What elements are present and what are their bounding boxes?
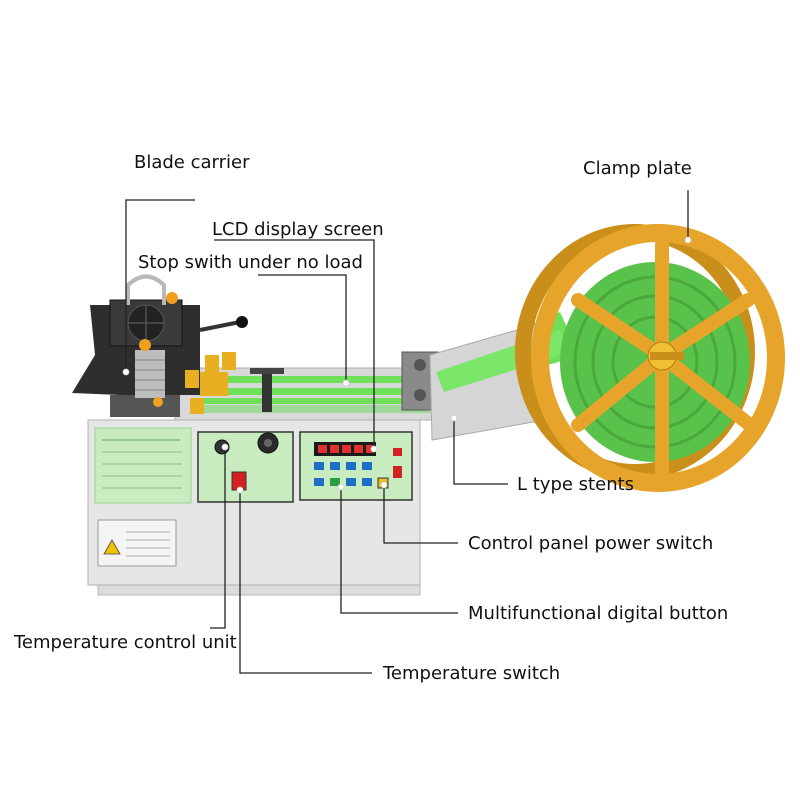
warning-sticker bbox=[97, 519, 177, 567]
spring-assembly bbox=[135, 350, 165, 398]
leader-lines bbox=[122, 190, 692, 674]
tape-clamp-block bbox=[185, 370, 199, 388]
label-control-panel-power-switch: Control panel power switch bbox=[468, 533, 714, 554]
tape-reel bbox=[515, 224, 785, 492]
digital-panel bbox=[299, 431, 413, 501]
label-clamp-plate: Clamp plate bbox=[583, 158, 692, 179]
digital-button[interactable] bbox=[330, 478, 340, 486]
leader-digital-button bbox=[340, 487, 458, 614]
instruction-sticker bbox=[94, 427, 192, 504]
carrier-knob[interactable] bbox=[139, 339, 151, 351]
tape-guide-bracket bbox=[262, 368, 272, 412]
digital-button[interactable] bbox=[346, 462, 356, 470]
carrier-handle bbox=[126, 274, 166, 305]
label-temperature-switch: Temperature switch bbox=[383, 663, 561, 684]
label-l-type-stents: L type stents bbox=[517, 474, 635, 495]
label-stop-switch: Stop swith under no load bbox=[138, 252, 363, 273]
leader-temperature-switch bbox=[239, 490, 372, 674]
label-multifunctional-digital-button: Multifunctional digital button bbox=[468, 603, 729, 624]
leader-temperature-control bbox=[210, 447, 226, 629]
tape-clamp-block bbox=[222, 352, 236, 370]
label-lcd-display-screen: LCD display screen bbox=[212, 219, 384, 240]
digital-button[interactable] bbox=[314, 462, 324, 470]
digital-button[interactable] bbox=[346, 478, 356, 486]
leader-lcd-display bbox=[214, 239, 375, 449]
leader-power-switch bbox=[383, 485, 458, 544]
temperature-panel bbox=[197, 431, 294, 503]
digital-button[interactable] bbox=[362, 462, 372, 470]
tape-clamp-block bbox=[205, 355, 219, 373]
digital-button[interactable] bbox=[314, 478, 324, 486]
adjust-lever[interactable] bbox=[199, 320, 241, 332]
digital-button[interactable] bbox=[362, 478, 372, 486]
label-blade-carrier: Blade carrier bbox=[134, 152, 250, 173]
cutting-rail bbox=[200, 405, 430, 413]
carrier-knob[interactable] bbox=[166, 292, 178, 304]
leader-l-type-stents bbox=[453, 418, 508, 485]
label-temperature-control-unit: Temperature control unit bbox=[14, 632, 237, 653]
tape-clamp-block bbox=[190, 398, 204, 414]
carrier-knob[interactable] bbox=[153, 397, 163, 407]
digital-button[interactable] bbox=[330, 462, 340, 470]
blade-carrier-assembly bbox=[72, 274, 248, 417]
warning-icon bbox=[103, 539, 121, 555]
leader-stop-switch bbox=[258, 274, 347, 383]
leader-blade-carrier bbox=[125, 199, 195, 372]
panel-indicator bbox=[393, 466, 402, 478]
temperature-panel-frame bbox=[197, 431, 294, 503]
panel-indicator bbox=[393, 448, 402, 456]
reel-spokes bbox=[571, 238, 757, 485]
